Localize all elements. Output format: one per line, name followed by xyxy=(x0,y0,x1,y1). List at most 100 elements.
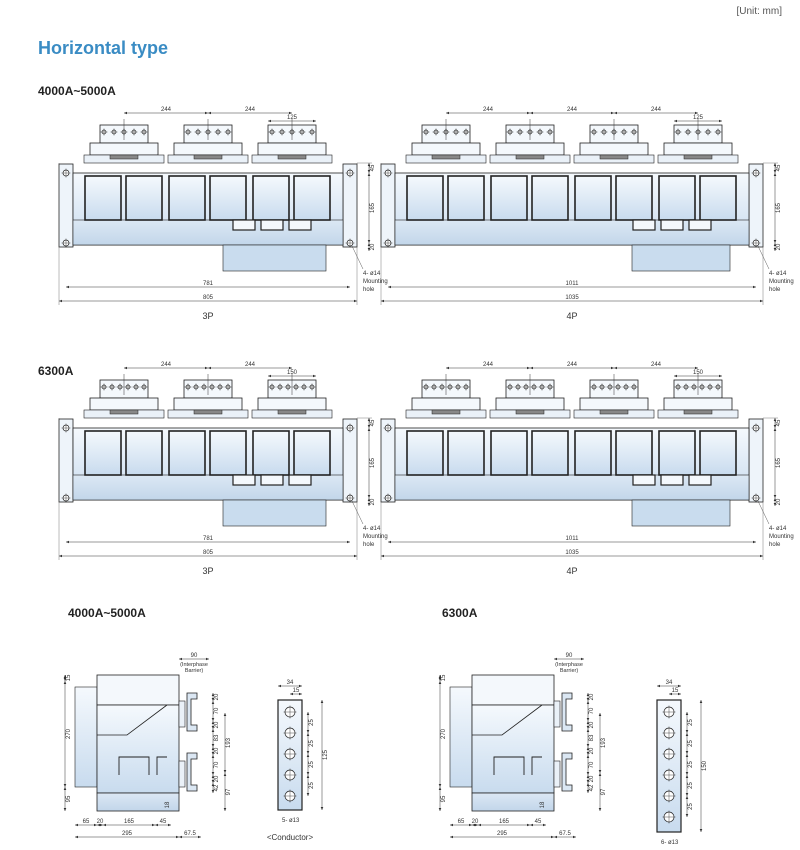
dimension-label: 45 xyxy=(160,819,167,825)
terminal-bar xyxy=(561,752,573,792)
dimension-label: 65 xyxy=(83,819,90,825)
conductor-bar xyxy=(656,699,682,833)
conductor-width-dimension: 34 xyxy=(278,680,302,688)
mounting-hole-icon xyxy=(308,383,316,391)
outer-width-dimension: 1035 xyxy=(381,295,763,303)
terminal-dimension: 97 xyxy=(223,773,232,811)
dimension-label: 83 xyxy=(589,734,595,741)
height-dimension: 20 xyxy=(367,243,376,251)
depth-dimension: 45 xyxy=(155,819,171,827)
height-dimension: 20 xyxy=(773,498,782,506)
height-dimension: 20 xyxy=(367,498,376,506)
mounting-hole-icon xyxy=(110,128,118,136)
page-title: Horizontal type xyxy=(38,38,169,58)
pitch-dimension: 244 xyxy=(614,107,698,115)
conductor-pitch-dimension: 25 xyxy=(306,712,315,733)
height-dimension: 165 xyxy=(773,173,782,243)
pole-window xyxy=(168,430,206,476)
dimension-label: 20 xyxy=(776,498,782,505)
dimension-label: 165 xyxy=(499,819,510,825)
front-panel xyxy=(74,686,98,788)
terminal-dimension: 70 xyxy=(586,701,595,721)
mounting-hole-icon xyxy=(61,493,71,503)
leader-line xyxy=(351,245,364,270)
inner-width-dimension: 781 xyxy=(66,536,350,544)
mounting-hole-icon xyxy=(194,128,202,136)
pole-window xyxy=(125,175,163,221)
mounting-hole-icon xyxy=(61,423,71,433)
dimension-label: 20 xyxy=(370,243,376,250)
barrier-dimension: 90 xyxy=(179,653,209,661)
pole-window xyxy=(84,430,122,476)
terminal-width-dimension: 125 xyxy=(674,115,722,123)
dimension-label: 45 xyxy=(370,419,376,426)
mounting-hole-icon xyxy=(268,383,276,391)
pole-window xyxy=(531,175,569,221)
depth-dimension: 45 xyxy=(530,819,546,827)
side-label-4000-5000: 4000A~5000A xyxy=(68,606,146,620)
main-body xyxy=(96,704,180,794)
terminal-dimension: 83 xyxy=(211,729,220,747)
dimension-label: 20 xyxy=(589,693,595,700)
outer-width-dimension: 805 xyxy=(59,295,357,303)
terminal-clamp xyxy=(515,154,545,160)
terminal-stub xyxy=(178,700,186,728)
dimension-label: 95 xyxy=(66,795,72,802)
dimension-label: 20 xyxy=(776,243,782,250)
terminal-clamp xyxy=(193,154,223,160)
holes-note: 4- ø14 xyxy=(363,271,381,277)
view-caption: 4P xyxy=(566,311,577,321)
height-dimension: 95 xyxy=(438,787,447,811)
dimension-label: 45 xyxy=(776,419,782,426)
mounting-hole-icon xyxy=(536,128,544,136)
pole-window xyxy=(658,430,696,476)
dimension-label: 244 xyxy=(567,107,578,113)
terminal-shroud xyxy=(257,142,327,156)
dimension-label: 150 xyxy=(287,370,298,376)
terminal-dimension: 20 xyxy=(586,693,595,701)
depth-dimension: 20 xyxy=(97,819,104,827)
connector-clip xyxy=(260,474,284,486)
dimension-label: 270 xyxy=(441,728,447,739)
dimension-label: 95 xyxy=(441,795,447,802)
dimension-label: 45 xyxy=(370,164,376,171)
height-dimension: 15 xyxy=(63,674,72,681)
dimension-label: 25 xyxy=(688,803,694,810)
base-block xyxy=(96,792,180,812)
mounting-hole-icon xyxy=(538,383,546,391)
terminal-shroud xyxy=(411,397,481,411)
terminal-clamp xyxy=(683,154,713,160)
arrowhead xyxy=(211,693,215,701)
mounting-hole-icon xyxy=(422,128,430,136)
depth-dimension: 65 xyxy=(450,819,472,827)
arrowhead xyxy=(367,498,371,506)
pole-window xyxy=(615,175,653,221)
terminal-dimension: 83 xyxy=(586,729,595,747)
mounting-hole-icon xyxy=(192,383,200,391)
mounting-hole-icon xyxy=(751,238,761,248)
mounting-hole-icon xyxy=(684,128,692,136)
terminal-dimension: 70 xyxy=(211,755,220,775)
arrowhead xyxy=(367,243,371,251)
mounting-hole-icon xyxy=(116,383,124,391)
arrowhead xyxy=(211,775,215,783)
arrowhead xyxy=(773,243,777,251)
terminal-dimension: 42 xyxy=(211,783,220,793)
mounting-hole-icon xyxy=(662,789,676,803)
mounting-hole-icon xyxy=(224,128,232,136)
mounting-hole-icon xyxy=(590,383,598,391)
mounting-hole-icon xyxy=(506,383,514,391)
dimension-label: 18 xyxy=(165,801,171,808)
mounting-hole-icon xyxy=(590,128,598,136)
outer-width-dimension: 1035 xyxy=(381,550,763,558)
terminal-shroud xyxy=(411,142,481,156)
mounting-hole-icon xyxy=(446,383,454,391)
holes-note: Mounting xyxy=(363,534,388,540)
arrowhead xyxy=(63,675,67,681)
connector-clip xyxy=(288,219,312,231)
pole-window xyxy=(447,430,485,476)
dimension-label: 25 xyxy=(688,719,694,726)
